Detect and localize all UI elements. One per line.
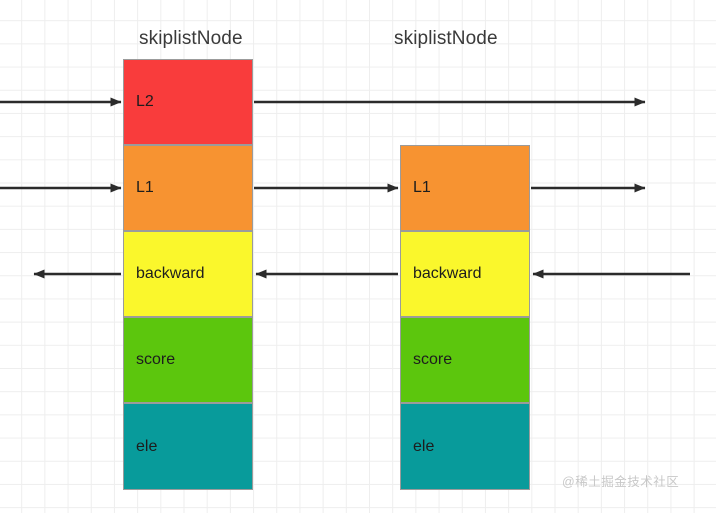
node-cell-l1-label: L1 <box>413 179 431 196</box>
node-cell-l1: L1 <box>400 145 530 231</box>
node-cell-l2-label: L2 <box>136 93 154 110</box>
node-cell-l1-label: L1 <box>136 179 154 196</box>
node-cell-l1: L1 <box>123 145 253 231</box>
node-cell-score: score <box>400 317 530 403</box>
node-cell-backward-label: backward <box>413 265 482 282</box>
node-cell-backward: backward <box>400 231 530 317</box>
node-cell-backward: backward <box>123 231 253 317</box>
node-title-right: skiplistNode <box>394 28 498 49</box>
node-cell-ele: ele <box>400 403 530 490</box>
node-cell-score-label: score <box>413 351 453 368</box>
skiplist-node-right: L1 backward score ele <box>400 145 530 490</box>
skiplist-node-left: L2 L1 backward score ele <box>123 59 253 490</box>
watermark: @稀土掘金技术社区 <box>562 475 680 489</box>
node-cell-ele: ele <box>123 403 253 490</box>
node-cell-ele-label: ele <box>413 437 435 455</box>
node-cell-score-label: score <box>136 351 176 368</box>
node-title-left: skiplistNode <box>139 28 243 49</box>
node-cell-backward-label: backward <box>136 265 205 282</box>
node-cell-score: score <box>123 317 253 403</box>
node-cell-l2: L2 <box>123 59 253 145</box>
node-cell-ele-label: ele <box>136 437 158 455</box>
